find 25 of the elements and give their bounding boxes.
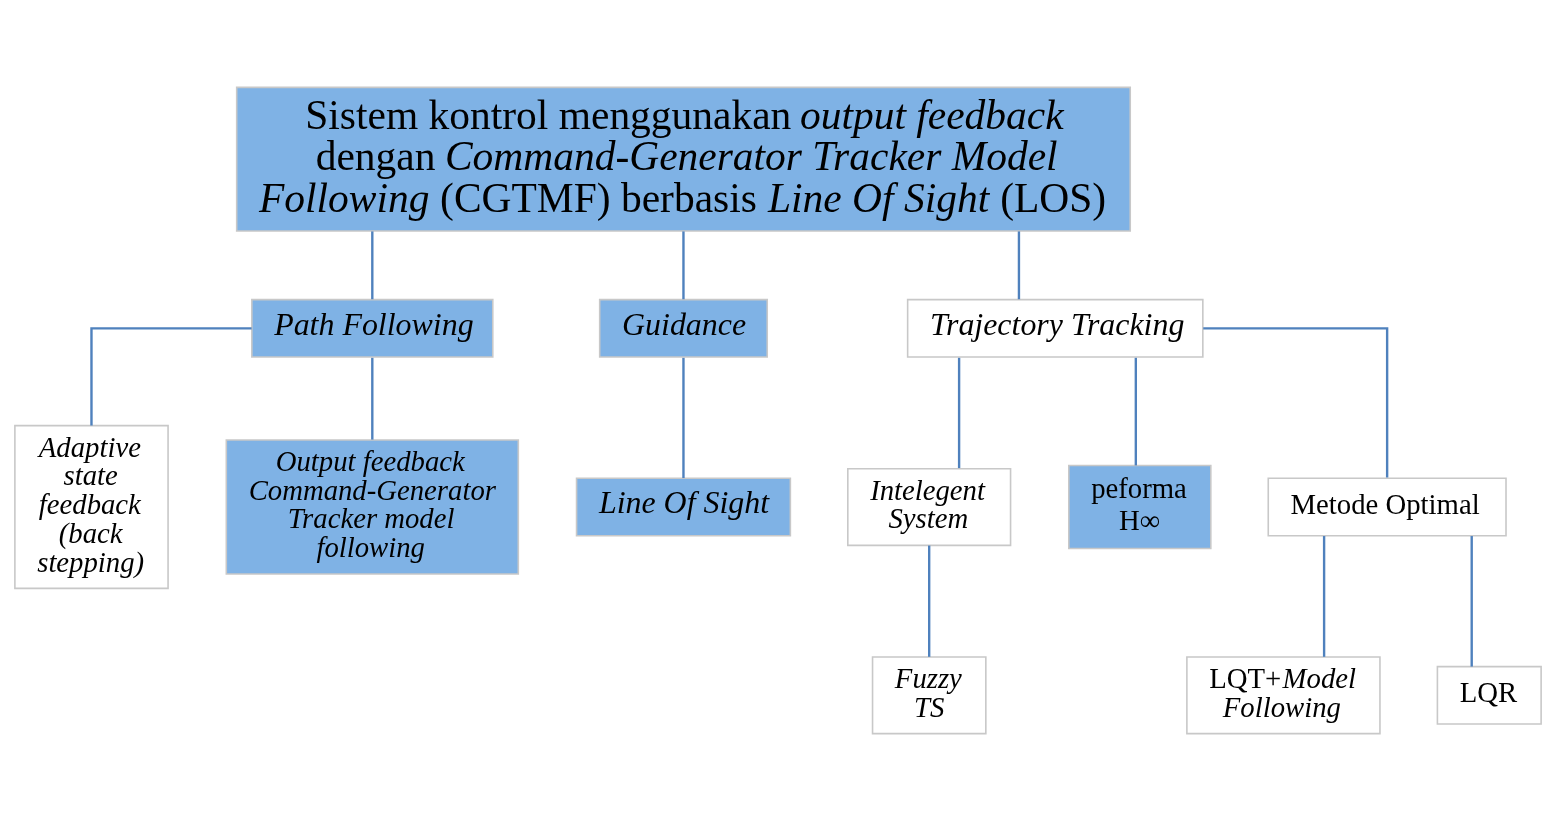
node-box: Trajectory Tracking <box>906 298 1204 358</box>
connector <box>1017 231 1021 300</box>
node-box: Line Of Sight <box>575 477 792 537</box>
connector <box>682 357 685 479</box>
node-box: LQR <box>1436 665 1542 725</box>
connector <box>90 327 252 426</box>
node-box: Path Following <box>251 298 494 358</box>
connector <box>957 357 961 469</box>
connector <box>371 357 374 440</box>
node-box: Output feedback Command-Generator Tracker model following <box>225 439 520 575</box>
node-box: LQT+Model Following <box>1186 656 1381 735</box>
node-box: peforma H∞ <box>1068 464 1212 550</box>
node-box: Sistem kontrol menggunakan output feedback dengan Command-Generator Tracker Model Following (CGTMF) berbasis Line Of Sight (LOS) <box>235 86 1132 232</box>
connector <box>1322 536 1326 657</box>
node-box: Adaptive state feedback (back stepping) <box>14 424 169 590</box>
node-box: Intelegent System <box>847 467 1012 547</box>
connector <box>682 231 685 300</box>
node-box: Metode Optimal <box>1267 477 1507 537</box>
node-box: Guidance <box>598 298 769 358</box>
connector <box>1203 327 1389 478</box>
node-box: Fuzzy TS <box>871 656 987 735</box>
connector <box>928 545 931 657</box>
connector <box>1134 357 1137 466</box>
connector <box>371 231 374 300</box>
connector <box>1470 536 1473 667</box>
